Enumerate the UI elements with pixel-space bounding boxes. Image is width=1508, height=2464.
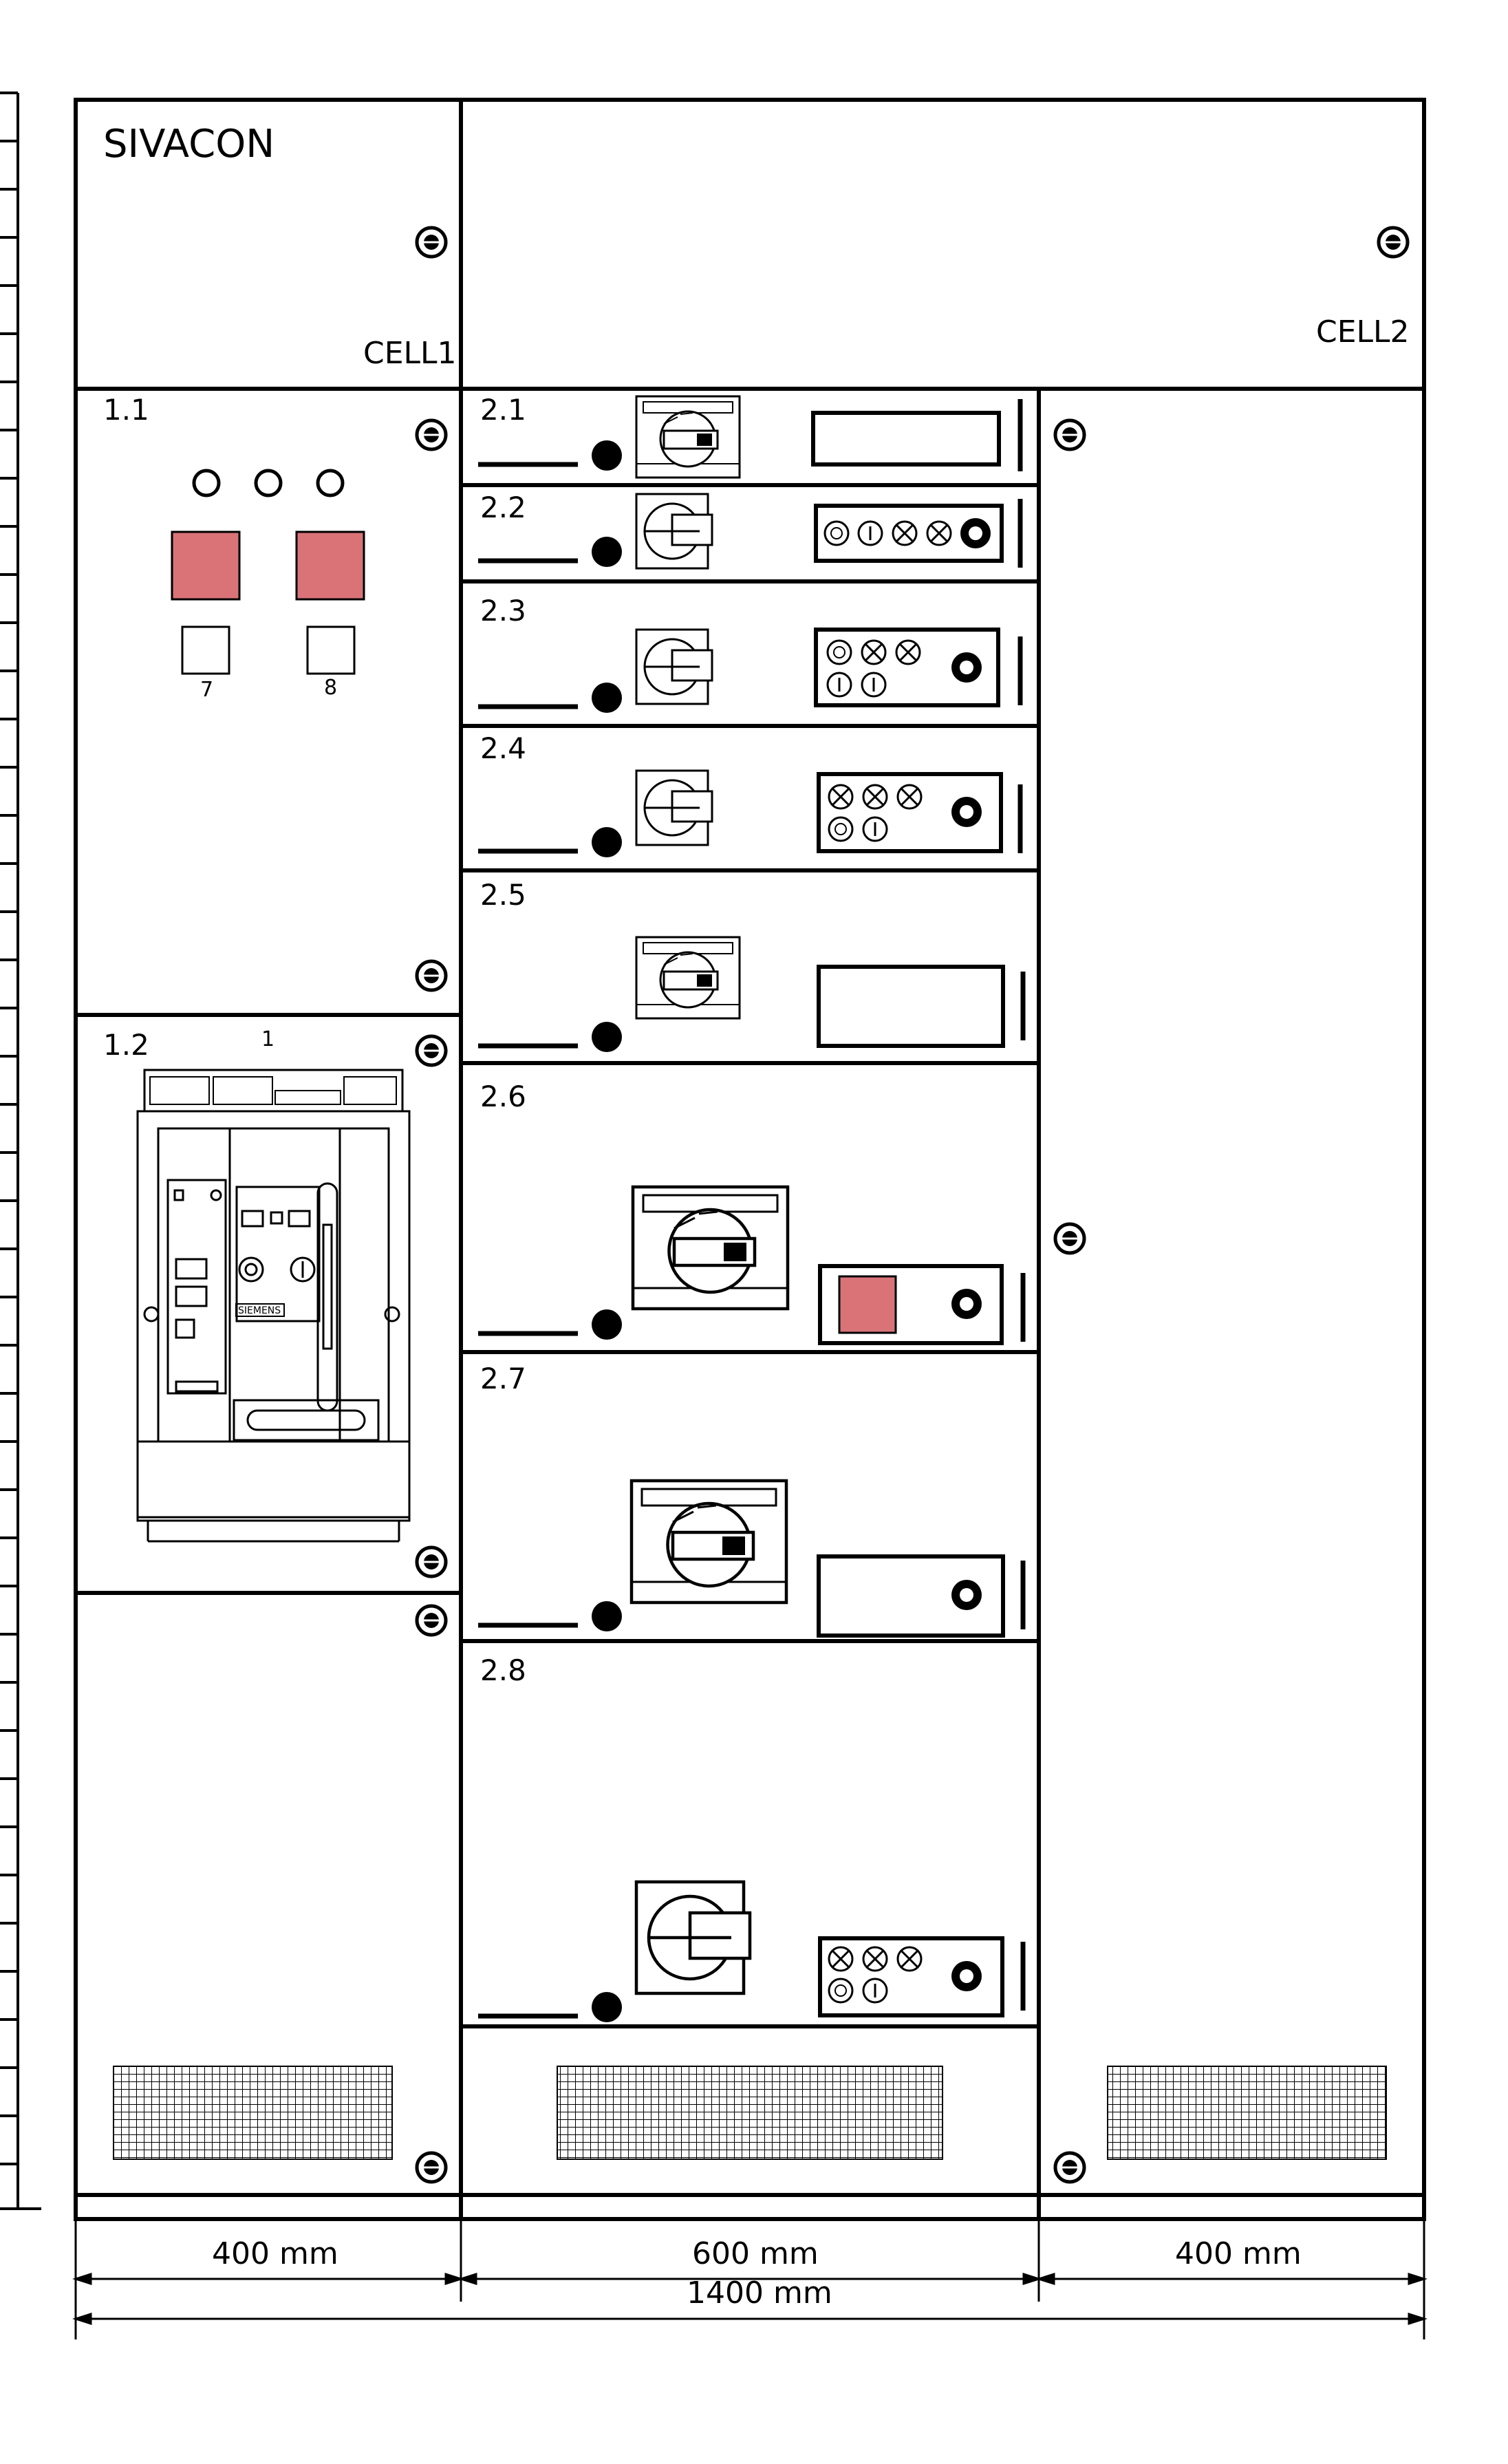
lock-dot [592, 1022, 622, 1052]
vent-grille [1107, 2066, 1387, 2160]
screw-icon [1379, 228, 1408, 257]
lamp-icon [926, 520, 952, 546]
lamp-icon [828, 1978, 854, 2004]
section-2-8-label: 2.8 [480, 1653, 526, 1687]
lock-dot [592, 537, 622, 567]
lamp-icon [823, 520, 850, 546]
switch-disconnector[interactable] [632, 1481, 786, 1603]
key-icon [951, 797, 982, 827]
lock-dot [592, 1992, 622, 2022]
display-window [811, 411, 1001, 467]
section-2-1-label: 2.1 [480, 393, 526, 427]
switch-disconnector[interactable] [635, 395, 741, 479]
cell1-label: CELL1 [363, 336, 457, 371]
section-1-2-label: 1.2 [103, 1028, 149, 1062]
lock-dot [592, 827, 622, 857]
switch-disconnector[interactable] [633, 1187, 788, 1309]
section-2-4-label: 2.4 [480, 731, 526, 765]
screw-icon [417, 1606, 446, 1635]
display-window [817, 965, 1005, 1048]
rotary-switch[interactable] [636, 1882, 750, 1993]
lock-dot [592, 1601, 622, 1631]
lamp-icon [862, 784, 888, 810]
dimension-left: 400 mm [212, 2236, 338, 2271]
lamp-icon [862, 1978, 888, 2004]
lamp-icon [826, 639, 852, 665]
button-7-label: 7 [200, 678, 213, 702]
section-2-2-label: 2.2 [480, 491, 526, 524]
lamp-icon [861, 639, 887, 665]
lamp-icon [896, 784, 923, 810]
section-2-3-label: 2.3 [480, 594, 526, 628]
dimension-lines [72, 2219, 1428, 2339]
lamp-icon [896, 1946, 923, 1972]
section-2-5-label: 2.5 [480, 878, 526, 912]
push-button-7[interactable] [181, 625, 230, 675]
rotary-switch[interactable] [635, 493, 713, 570]
switch-disconnector[interactable] [635, 936, 741, 1020]
dimension-right: 400 mm [1175, 2236, 1302, 2271]
lamp-icon [826, 672, 852, 698]
key-icon [951, 1961, 982, 1991]
button-8-label: 8 [324, 676, 337, 700]
screw-icon [417, 420, 446, 449]
screw-icon [417, 228, 446, 257]
air-circuit-breaker[interactable] [136, 1069, 411, 1543]
section-1-1-label: 1.1 [103, 393, 149, 427]
lamp-icon [895, 639, 921, 665]
lamp-icon [828, 784, 854, 810]
screw-icon [1055, 2153, 1084, 2182]
lock-dot [592, 1309, 622, 1340]
screw-icon [417, 1036, 446, 1065]
red-indicator [295, 531, 365, 601]
lamp-icon [861, 672, 887, 698]
breaker-brand: SIEMENS [238, 1305, 281, 1316]
dimension-middle: 600 mm [692, 2236, 819, 2271]
rotary-switch[interactable] [635, 769, 713, 846]
lamp-icon [828, 816, 854, 842]
lamp-icon [862, 1946, 888, 1972]
lamp-icon [862, 816, 888, 842]
dimension-total: 1400 mm [687, 2275, 832, 2311]
key-icon [951, 1580, 982, 1610]
lamp-icon [892, 520, 918, 546]
lock-dot [592, 440, 622, 471]
key-icon [951, 652, 982, 683]
cell2-label: CELL2 [1316, 314, 1410, 350]
lamp-icon [857, 520, 883, 546]
push-button-8[interactable] [306, 625, 356, 675]
breaker-tag: 1 [261, 1027, 274, 1051]
red-indicator [838, 1275, 897, 1334]
brand-label: SIVACON [103, 122, 274, 167]
cabinet-frame [74, 98, 1426, 2221]
screw-icon [417, 961, 446, 990]
side-ruler [0, 92, 41, 2210]
key-icon [951, 1289, 982, 1319]
screw-icon [417, 1547, 446, 1576]
rotary-switch[interactable] [635, 628, 713, 705]
screw-icon [1055, 1224, 1084, 1253]
key-icon [960, 518, 991, 548]
indicator-lamps [192, 469, 345, 497]
vent-grille [557, 2066, 943, 2160]
red-indicator [171, 531, 241, 601]
lamp-icon [828, 1946, 854, 1972]
section-2-6-label: 2.6 [480, 1080, 526, 1113]
screw-icon [417, 2153, 446, 2182]
vent-grille [113, 2066, 393, 2160]
lock-dot [592, 683, 622, 713]
section-2-7-label: 2.7 [480, 1362, 526, 1395]
screw-icon [1055, 420, 1084, 449]
